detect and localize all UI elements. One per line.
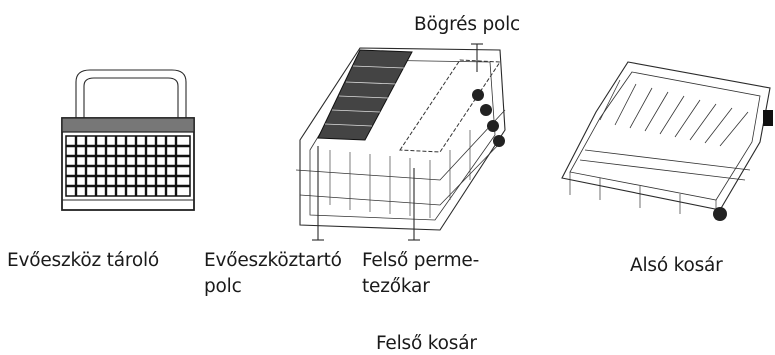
label-cutlery-basket: Evőeszköz tároló	[7, 250, 160, 271]
upper-basket-drawing	[295, 43, 506, 241]
label-upper-basket: Felső kosár	[376, 333, 477, 354]
label-upper-spray-arm-line1: Felső perme-	[362, 250, 480, 271]
cutlery-basket-drawing	[61, 69, 195, 211]
label-cutlery-shelf-line1: Evőeszköztartó	[204, 250, 342, 271]
lower-basket-drawing	[561, 61, 773, 221]
label-cutlery-shelf-line2: polc	[204, 276, 242, 297]
label-cup-shelf: Bögrés polc	[414, 14, 521, 35]
label-upper-spray-arm-line2: tezőkar	[362, 276, 430, 297]
label-lower-basket: Alsó kosár	[630, 255, 723, 276]
